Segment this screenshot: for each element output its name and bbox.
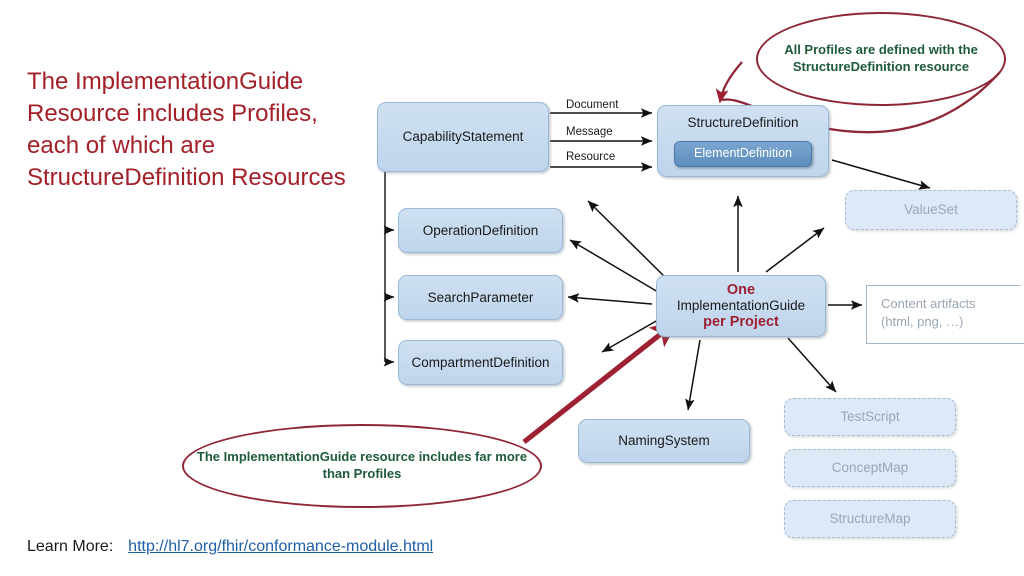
conformance-module-link[interactable]: http://hl7.org/fhir/conformance-module.h…: [128, 538, 434, 555]
ig-label-line1: One: [726, 282, 756, 299]
node-structure-map[interactable]: StructureMap: [784, 500, 956, 538]
page-title: The ImplementationGuide Resource include…: [27, 68, 346, 191]
node-content-artifacts[interactable]: Content artifacts (html, png, …): [866, 285, 1024, 344]
ig-label-line3: per Project: [703, 313, 779, 330]
node-structure-definition[interactable]: StructureDefinition ElementDefinition: [657, 105, 829, 177]
capability-tree-branches: [383, 172, 395, 367]
edge-label-document: Document: [566, 99, 619, 111]
structdef-to-valueset-arrow: [831, 159, 931, 190]
node-label: ValueSet: [904, 202, 958, 218]
edge-label-resource: Resource: [566, 151, 616, 163]
node-label: ElementDefinition: [694, 146, 792, 161]
footer-learn-more: Learn More: http://hl7.org/fhir/conforma…: [27, 538, 433, 556]
callout-text: The ImplementationGuide resource include…: [196, 449, 528, 481]
top-callout-pointer-arrow: [715, 61, 743, 104]
node-label: StructureMap: [829, 511, 911, 527]
node-value-set[interactable]: ValueSet: [845, 190, 1017, 230]
node-compartment-definition[interactable]: CompartmentDefinition: [398, 340, 563, 385]
node-naming-system[interactable]: NamingSystem: [578, 419, 750, 463]
node-label: CapabilityStatement: [402, 129, 524, 145]
folded-corner-icon: [1020, 285, 1024, 299]
node-search-parameter[interactable]: SearchParameter: [398, 275, 563, 320]
node-element-definition[interactable]: ElementDefinition: [674, 140, 812, 167]
learn-more-label: Learn More:: [27, 538, 114, 555]
node-test-script[interactable]: TestScript: [784, 398, 956, 436]
callout-text: All Profiles are defined with the Struct…: [784, 42, 978, 74]
node-implementation-guide[interactable]: One ImplementationGuide per Project: [656, 275, 826, 337]
callout-profiles-structuredefinition: All Profiles are defined with the Struct…: [756, 12, 1006, 106]
node-capability-statement[interactable]: CapabilityStatement: [377, 102, 549, 172]
node-label: TestScript: [840, 409, 900, 425]
content-artifacts-line1: Content artifacts: [881, 296, 976, 311]
node-label: StructureDefinition: [687, 115, 799, 130]
content-artifacts-line2: (html, png, …): [881, 313, 964, 329]
edge-label-message: Message: [566, 126, 613, 138]
node-concept-map[interactable]: ConceptMap: [784, 449, 956, 487]
callout-ig-more-than-profiles: The ImplementationGuide resource include…: [182, 424, 542, 508]
node-label: NamingSystem: [618, 433, 710, 449]
node-operation-definition[interactable]: OperationDefinition: [398, 208, 563, 253]
ig-label-line2: ImplementationGuide: [676, 298, 806, 314]
node-label: OperationDefinition: [422, 222, 539, 238]
node-label: SearchParameter: [427, 289, 534, 305]
node-label: ConceptMap: [831, 460, 909, 476]
node-label: CompartmentDefinition: [411, 354, 550, 370]
